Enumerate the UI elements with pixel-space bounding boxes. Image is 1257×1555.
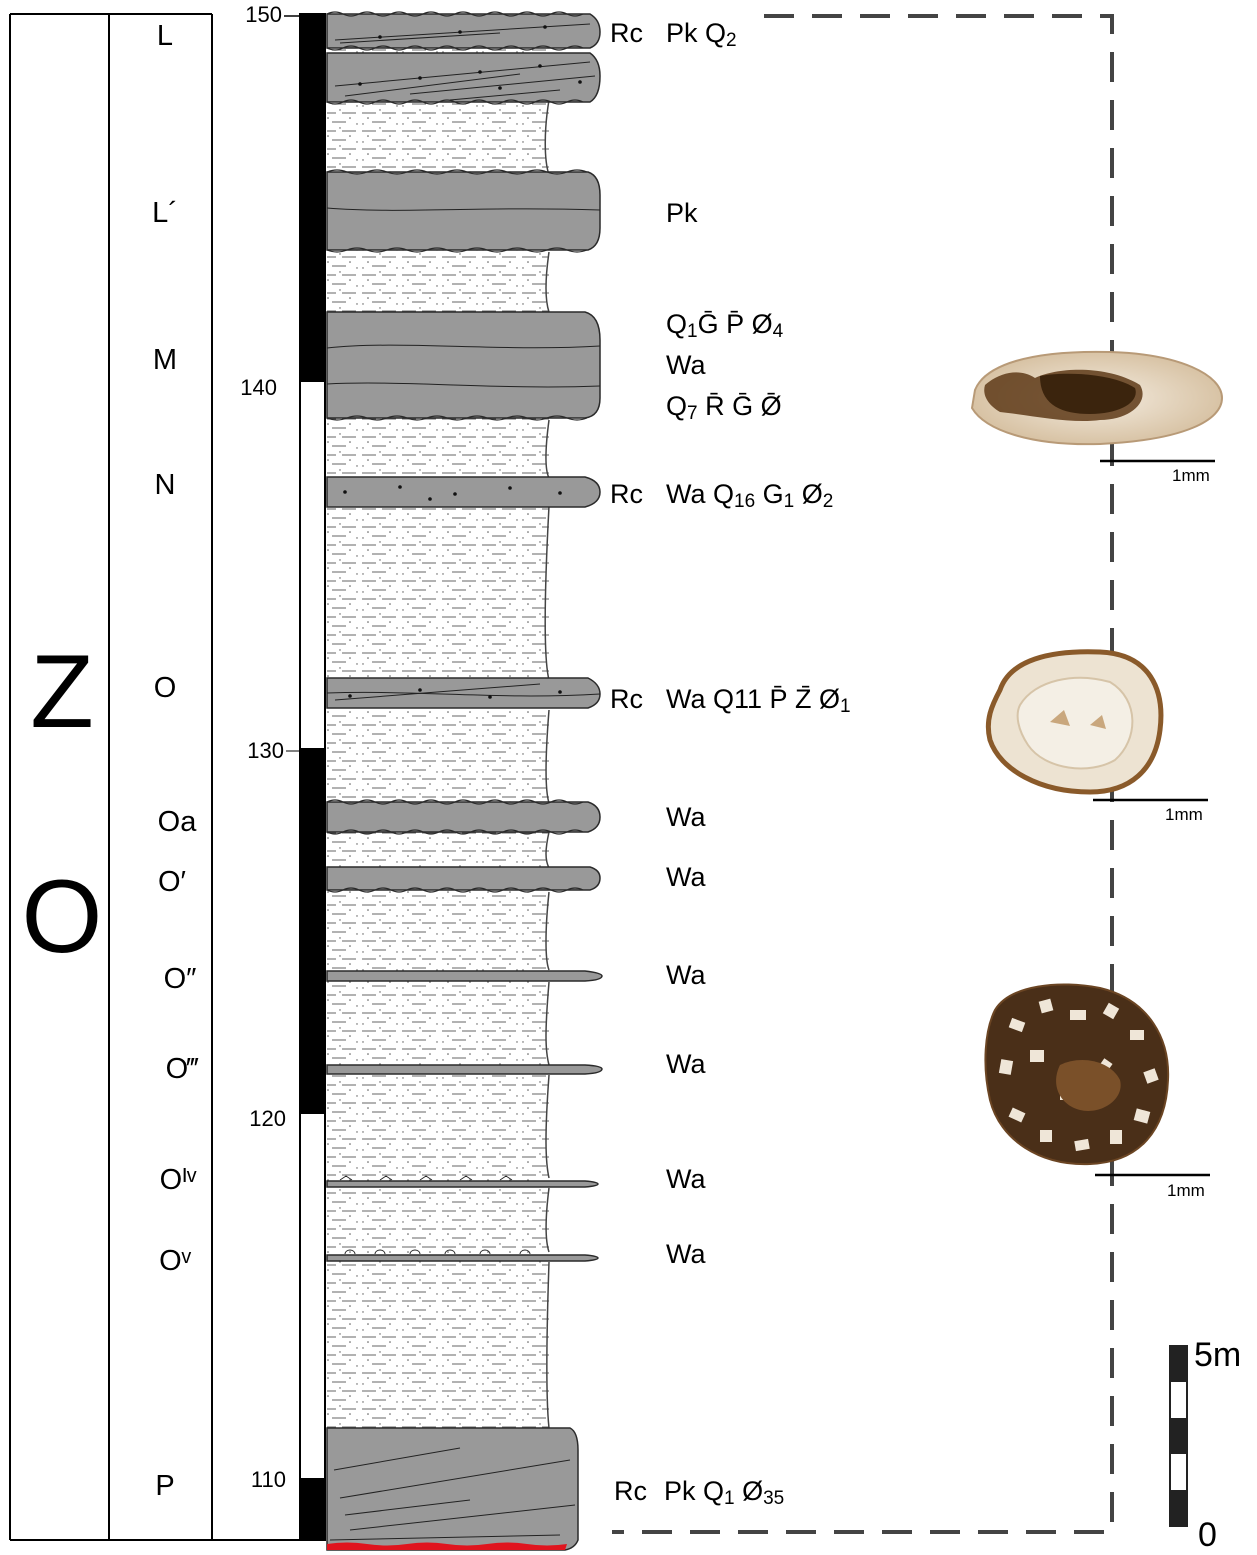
subzone-label: N <box>155 469 176 501</box>
bed-oa <box>327 802 600 832</box>
annotation-text: Wa <box>666 1049 706 1079</box>
annotation-text: Wa <box>666 1164 706 1194</box>
annotation-subscript: 1 <box>687 321 698 342</box>
annotation-text: Wa <box>666 350 706 380</box>
bed-annotation: Wa <box>666 960 706 990</box>
annotation-text: Pk Q <box>664 1476 724 1506</box>
bed-o-prime <box>327 867 600 890</box>
subzone-label: Oᴵᵛ <box>160 1164 197 1196</box>
bed-annotation: Q1Ḡ P̄ Ø4 <box>666 309 784 342</box>
annotation-text: Wa <box>666 1239 706 1269</box>
annotation-text: Wa <box>666 960 706 990</box>
annotation-text: Ø <box>794 479 823 509</box>
annotation-text: Wa <box>666 862 706 892</box>
depth-tick-label: 130 <box>247 738 284 763</box>
micrograph-3 <box>985 984 1168 1164</box>
annotation-text: Pk <box>666 198 698 228</box>
rc-label: Rc <box>614 1476 647 1506</box>
annotation-subscript: 1 <box>784 491 795 512</box>
annotation-subscript: 2 <box>823 491 834 512</box>
rc-label: Rc <box>610 684 643 714</box>
micrograph-1 <box>972 352 1222 444</box>
annotation-text: Wa Q <box>666 479 734 509</box>
annotation-subscript: 7 <box>687 403 698 424</box>
scale-top-label: 5m <box>1194 1336 1241 1374</box>
vertical-scale-bar: 5m 0 <box>1170 1336 1241 1554</box>
rc-label: Rc <box>610 479 643 509</box>
subzone-label: O″ <box>164 963 197 995</box>
bed-annotations: Rc Pk Q2 Pk Q1Ḡ P̄ Ø4 Wa Q7 R̄ Ḡ Ø̄ Rc… <box>610 18 851 1509</box>
bed-o-iv <box>327 1181 598 1187</box>
bed-annotation: Wa <box>666 1049 706 1079</box>
annotation-subscript: 1 <box>840 696 851 717</box>
annotation-subscript: 1 <box>724 1488 735 1509</box>
annotation-subscript: 35 <box>763 1488 784 1509</box>
subzone-labels: L L´ M N O Oa O′ O″ O‴ Oᴵᵛ Oᵛ P <box>152 20 199 1502</box>
zone-letter-o: O <box>22 859 103 975</box>
bed-o-double-prime <box>327 971 602 981</box>
subzone-label: O‴ <box>166 1053 200 1085</box>
depth-tick-label: 140 <box>240 375 277 400</box>
annotation-text: Pk Q <box>666 18 726 48</box>
bed-annotation: Wa Q16 G1 Ø2 <box>666 479 833 512</box>
scale-bar-label: 1mm <box>1167 1181 1205 1200</box>
subzone-label: L´ <box>152 197 178 229</box>
bed-annotation: Q7 R̄ Ḡ Ø̄ <box>666 391 782 424</box>
depth-tick-label: 120 <box>249 1106 286 1131</box>
bed-annotation: Pk <box>666 198 698 228</box>
rc-label: Rc <box>610 18 643 48</box>
depth-axis: 150 140 130 120 110 <box>240 2 300 1492</box>
scale-bar-label: 1mm <box>1172 466 1210 485</box>
subzone-label: O <box>154 672 177 704</box>
annotation-text: Q <box>666 391 687 421</box>
bed-top-sandstone <box>327 14 600 48</box>
annotation-text: Wa <box>666 802 706 832</box>
bed-annotation: Wa <box>666 802 706 832</box>
bed-annotation: Wa <box>666 862 706 892</box>
subzone-label: O′ <box>158 866 186 898</box>
zone-columns <box>10 14 325 1540</box>
bed-basal-sandstone <box>327 1428 578 1550</box>
annotation-text: Q <box>666 309 687 339</box>
bed-annotation: Wa <box>666 1164 706 1194</box>
subzone-label: Oa <box>158 806 198 838</box>
bed-cross-bedded <box>327 53 600 102</box>
annotation-subscript: 2 <box>726 30 737 51</box>
scale-bar-label: 1mm <box>1165 805 1203 824</box>
depth-tick-label: 150 <box>245 2 282 27</box>
subzone-label: M <box>153 344 177 376</box>
bed-o-v <box>327 1255 598 1261</box>
bed-annotation: Wa <box>666 350 706 380</box>
bed-annotation: Wa Q11 P̄ Z̄ Ø1 <box>666 684 851 717</box>
subzone-label: L <box>157 20 173 52</box>
depth-tick-label: 110 <box>251 1467 286 1492</box>
scale-bottom-label: 0 <box>1198 1516 1217 1554</box>
annotation-subscript: 16 <box>734 491 755 512</box>
subzone-label: Oᵛ <box>159 1245 192 1277</box>
micrograph-2 <box>988 652 1161 792</box>
bed-annotation: Pk Q1 Ø35 <box>664 1476 784 1509</box>
annotation-subscript: 4 <box>773 321 784 342</box>
zone-letter-z: Z <box>30 634 94 750</box>
bed-thick-limestone-lower <box>327 312 600 418</box>
annotation-text: Ḡ P̄ Ø <box>698 309 773 339</box>
polarity-bar <box>300 14 325 1540</box>
annotation-text: G <box>755 479 784 509</box>
bed-thick-limestone-upper <box>327 172 600 250</box>
bed-annotation: Pk Q2 <box>666 18 737 51</box>
annotation-text: Wa Q11 P̄ Z̄ Ø <box>666 684 840 714</box>
annotation-text: R̄ Ḡ Ø̄ <box>698 391 782 421</box>
lithologic-column <box>327 12 602 1550</box>
bed-o-triple-prime <box>327 1065 602 1074</box>
annotation-text: Ø <box>735 1476 764 1506</box>
subzone-label: P <box>155 1470 174 1502</box>
bed-annotation: Wa <box>666 1239 706 1269</box>
